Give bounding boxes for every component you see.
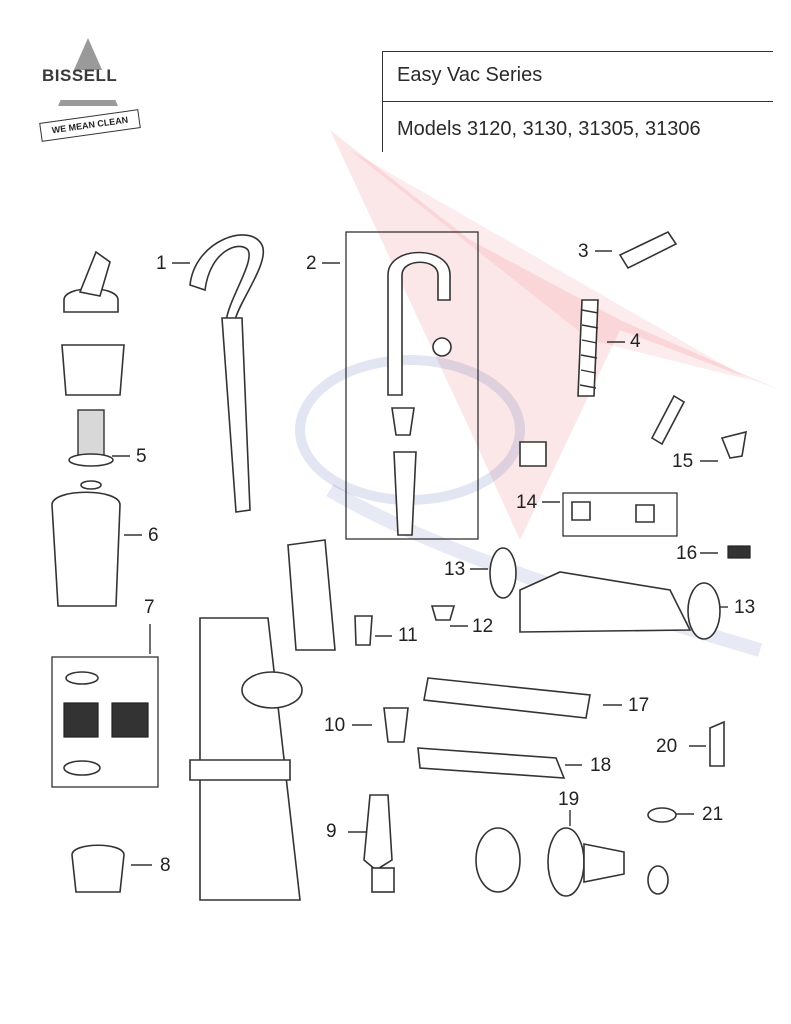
brand-name: BISSELL [42,66,118,85]
part-14-box [562,492,678,537]
part-label-2: 2 [306,253,317,274]
part-label-3: 3 [578,241,589,262]
part-label-13-right: 13 [734,597,756,618]
part-label-13-left: 13 [444,559,466,580]
title-box: Easy Vac Series Models 3120, 3130, 31305… [382,51,773,152]
part-label-18: 18 [590,755,612,776]
bissell-logo [40,38,140,106]
part-label-9: 9 [326,821,337,842]
title-divider [383,101,773,102]
part-label-17: 17 [628,695,650,716]
part-label-10: 10 [324,715,346,736]
part-label-4: 4 [630,331,641,352]
part-label-6: 6 [148,525,159,546]
part-label-21: 21 [702,804,724,825]
part-label-8: 8 [160,855,171,876]
part-7-box [51,656,159,788]
part-label-5: 5 [136,446,147,467]
part-label-16: 16 [676,543,698,564]
part-2-box [345,231,479,540]
part-label-15: 15 [672,451,694,472]
models-title: Models 3120, 3130, 31305, 31306 [397,118,701,140]
part-label-20: 20 [656,736,678,757]
part-label-19: 19 [558,789,580,810]
series-title: Easy Vac Series [397,64,543,86]
part-label-11: 11 [398,625,418,646]
part-label-1: 1 [156,253,167,274]
part-label-12: 12 [472,616,494,637]
part-label-7: 7 [144,597,155,618]
part-label-14: 14 [516,492,538,513]
